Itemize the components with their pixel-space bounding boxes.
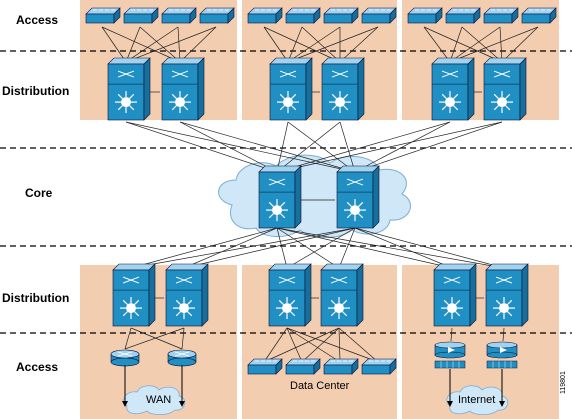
access-switch-top-3 — [161, 7, 197, 24]
data-center-switch-1 — [247, 358, 283, 375]
connection-lines — [101, 26, 539, 363]
distribution-switch-bottom-6 — [485, 263, 529, 327]
distribution-switch-bottom-1 — [112, 263, 156, 327]
distribution-switch-top-5 — [431, 57, 475, 121]
access-switch-top-12 — [521, 7, 557, 24]
core-switch-2 — [336, 165, 380, 229]
access-switch-top-7 — [323, 7, 359, 24]
distribution-switch-bottom-5 — [433, 263, 477, 327]
firewall-1 — [434, 341, 466, 369]
distribution-switch-top-4 — [321, 57, 365, 121]
building-block-5 — [242, 265, 397, 419]
access-switch-top-1 — [85, 7, 121, 24]
wan-arrowhead-1 — [122, 401, 128, 407]
wan-label: WAN — [146, 394, 172, 406]
wan-router-1 — [110, 349, 140, 367]
distribution-switch-top-1 — [107, 57, 151, 121]
wan-router-2 — [167, 349, 197, 367]
internet-arrowhead-1 — [447, 401, 453, 407]
access-switch-top-6 — [285, 7, 321, 24]
distribution-switch-top-6 — [483, 57, 527, 121]
distribution-switch-bottom-2 — [165, 263, 209, 327]
core-cloud-icon — [218, 154, 411, 238]
access-switch-top-5 — [247, 7, 283, 24]
access-switch-top-2 — [123, 7, 159, 24]
data-center-label: Data Center — [290, 380, 350, 392]
access-switch-top-10 — [445, 7, 481, 24]
core-switch-1 — [258, 165, 302, 229]
access-switch-top-8 — [361, 7, 397, 24]
layer-label-access-bottom: Access — [16, 360, 59, 374]
layer-label-core: Core — [25, 186, 53, 200]
access-switch-top-9 — [407, 7, 443, 24]
distribution-switch-bottom-3 — [268, 263, 312, 327]
data-center-switch-3 — [323, 358, 359, 375]
firewall-2 — [486, 341, 518, 369]
access-switch-top-11 — [483, 7, 519, 24]
layer-label-distribution-bottom: Distribution — [2, 291, 70, 305]
internet-label: Internet — [458, 394, 496, 406]
data-center-switch-4 — [361, 358, 397, 375]
access-switch-top-4 — [199, 7, 235, 24]
wan-cloud-icon — [123, 385, 186, 416]
distribution-switch-bottom-4 — [320, 263, 364, 327]
data-center-switch-2 — [285, 358, 321, 375]
wan-arrowhead-2 — [179, 401, 185, 407]
figure-id: 119801 — [560, 371, 567, 394]
layer-label-access-top: Access — [16, 13, 59, 27]
layer-label-distribution-top: Distribution — [2, 84, 70, 98]
internet-arrowhead-2 — [499, 401, 505, 407]
distribution-switch-top-3 — [269, 57, 313, 121]
distribution-switch-top-2 — [161, 57, 205, 121]
